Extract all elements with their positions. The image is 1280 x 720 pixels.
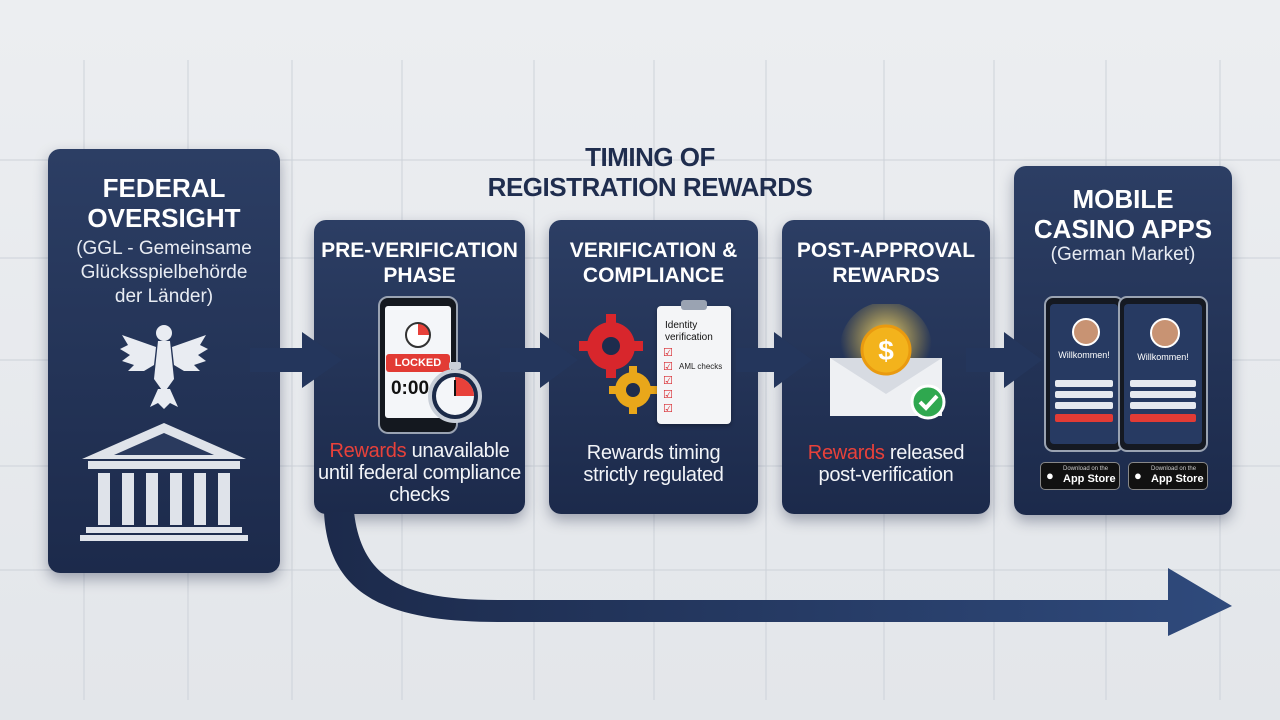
pre-text-line-1: unavailable <box>406 440 510 462</box>
checklist-item-1a: Identity <box>665 320 698 331</box>
post-text-highlight: Rewards <box>807 442 885 464</box>
app-store-badge-2[interactable]: ● Download on the App Store <box>1128 462 1208 490</box>
title-line-1: TIMING OF <box>585 142 715 172</box>
phone-screen-1: Willkommen! <box>1044 296 1124 452</box>
pre-verification-card: PRE-VERIFICATION PHASE LOCKED 0:00 Rewar… <box>314 220 525 514</box>
verification-compliance-card: VERIFICATION & COMPLIANCE Identity verif… <box>549 220 758 514</box>
flow-arrow-1 <box>250 332 342 388</box>
locked-label: LOCKED <box>386 354 450 372</box>
store-badge-1-label: App Store <box>1063 473 1116 485</box>
post-text-line-1: released <box>884 442 965 464</box>
apple-icon: ● <box>1134 468 1142 483</box>
countdown-display: 0:00 <box>390 378 430 399</box>
checklist-item-1b: verification <box>665 332 713 343</box>
gears-icon <box>579 314 657 414</box>
avatar <box>1150 318 1180 348</box>
verify-text-line-1: Rewards timing <box>586 442 721 464</box>
flow-arrow-3 <box>736 332 812 388</box>
government-building-icon <box>80 423 248 541</box>
avatar <box>1072 318 1100 346</box>
phone-2-cta-button[interactable] <box>1130 414 1196 422</box>
pre-text-line-3: checks <box>389 484 450 506</box>
store-badge-2-label: App Store <box>1151 473 1204 485</box>
verify-text-line-2: strictly regulated <box>583 464 724 486</box>
timeline-curved-arrow <box>324 512 1232 636</box>
mobile-heading-line-1: MOBILE <box>1072 184 1174 214</box>
verification-description: Rewards timing strictly regulated <box>549 442 758 486</box>
apple-icon: ● <box>1046 468 1054 483</box>
svg-text:$: $ <box>878 335 894 366</box>
store-badge-1-small: Download on the <box>1063 466 1109 472</box>
federal-oversight-card: FEDERAL OVERSIGHT (GGL - Gemeinsame Glüc… <box>48 149 280 573</box>
post-text-line-2: post-verification <box>818 464 954 486</box>
pre-heading-line-2: PHASE <box>383 264 456 287</box>
mobile-heading: MOBILE CASINO APPS <box>1014 184 1232 244</box>
app-store-badge-1[interactable]: ● Download on the App Store <box>1040 462 1120 490</box>
eagle-icon <box>120 325 208 409</box>
federal-heading-line-2: OVERSIGHT <box>87 203 241 233</box>
pre-verification-heading: PRE-VERIFICATION PHASE <box>314 238 525 288</box>
post-approval-description: Rewards released post-verification <box>782 442 990 486</box>
stopwatch-icon <box>428 362 482 423</box>
federal-heading: FEDERAL OVERSIGHT <box>48 173 280 233</box>
envelope-coin-icon: $ <box>830 304 946 420</box>
phone-2-welcome: Willkommen! <box>1137 352 1189 362</box>
federal-sub-line-1: (GGL - Gemeinsame <box>76 238 252 259</box>
mobile-heading-line-2: CASINO APPS <box>1033 214 1213 244</box>
verify-heading-line-1: VERIFICATION & <box>569 239 738 262</box>
pre-text-highlight: Rewards <box>329 440 407 462</box>
phone-icon: LOCKED 0:00 <box>378 296 458 434</box>
pre-heading-line-1: PRE-VERIFICATION <box>321 239 518 262</box>
post-approval-card: POST-APPROVAL REWARDS $ Rewards released… <box>782 220 990 514</box>
verification-heading: VERIFICATION & COMPLIANCE <box>549 238 758 288</box>
post-heading-line-2: REWARDS <box>832 264 940 287</box>
post-heading-line-1: POST-APPROVAL <box>796 239 976 262</box>
store-badge-2-small: Download on the <box>1151 466 1197 472</box>
phone-1-welcome: Willkommen! <box>1058 350 1110 360</box>
federal-subtitle: (GGL - Gemeinsame Glücksspielbehörde der… <box>48 237 280 309</box>
federal-heading-line-1: FEDERAL <box>102 173 226 203</box>
title-line-2: REGISTRATION REWARDS <box>487 172 813 202</box>
phone-1-cta-button[interactable] <box>1055 414 1113 422</box>
mobile-casino-apps-card: MOBILE CASINO APPS (German Market) Willk… <box>1014 166 1232 515</box>
timer-icon <box>405 322 431 348</box>
checklist-checks: ☑☑☑☑☑ <box>663 347 673 415</box>
verify-heading-line-2: COMPLIANCE <box>582 264 725 287</box>
pre-text-line-2: until federal compliance <box>318 462 521 484</box>
federal-sub-line-2: Glücksspielbehörde <box>80 262 248 283</box>
pre-verification-description: Rewards unavailable until federal compli… <box>314 440 525 506</box>
flow-arrow-2 <box>500 332 578 388</box>
phone-screen-2: Willkommen! <box>1118 296 1208 452</box>
checklist-clipboard: Identity verification ☑☑☑☑☑ AML checks <box>657 300 731 424</box>
post-approval-heading: POST-APPROVAL REWARDS <box>782 238 990 288</box>
federal-sub-line-3: der Länder) <box>114 286 214 307</box>
mobile-subtitle: (German Market) <box>1050 244 1196 265</box>
flow-arrow-4 <box>966 332 1042 388</box>
diagram-title: TIMING OF REGISTRATION REWARDS <box>440 142 860 202</box>
checklist-item-2: AML checks <box>679 362 723 371</box>
